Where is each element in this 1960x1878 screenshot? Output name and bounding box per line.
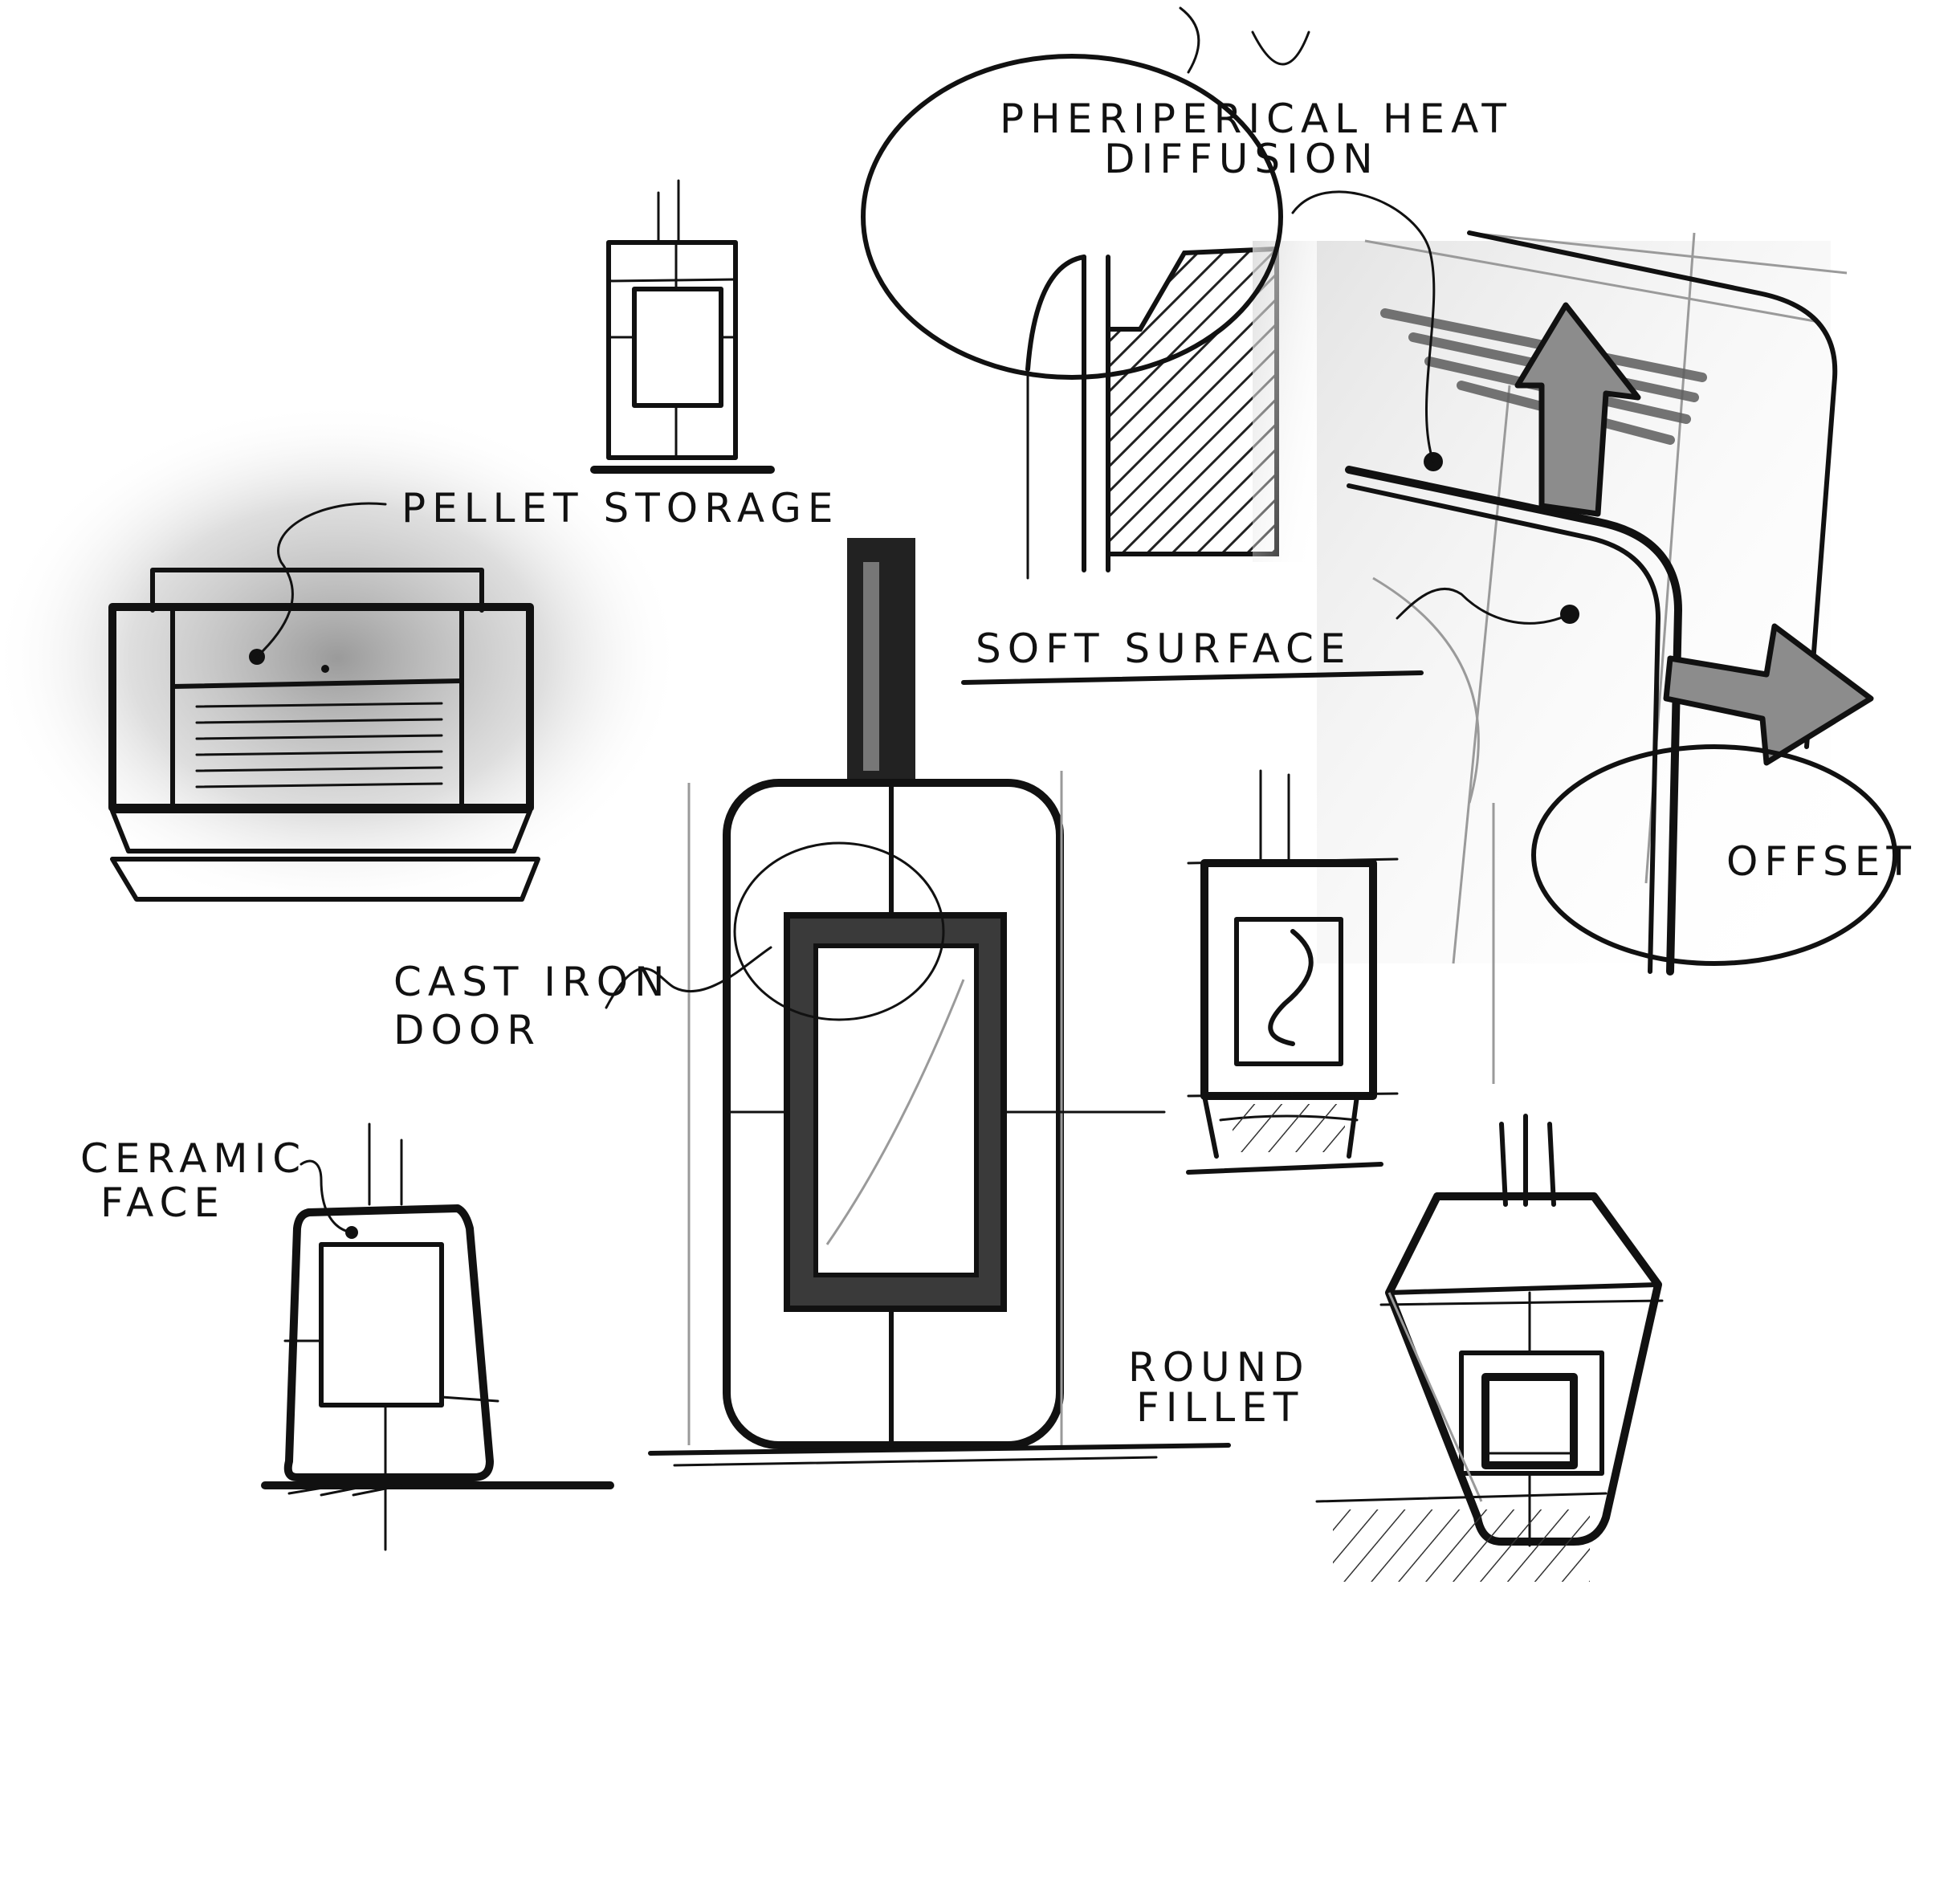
label-soft-surface: SOFT SURFACE (976, 625, 1352, 672)
label-cast-iron-2: DOOR (393, 1007, 541, 1053)
leader-line (255, 502, 387, 658)
label-round-fillet-1: ROUND (1128, 1344, 1310, 1391)
offset-ellipse (1531, 744, 1897, 966)
label-peripheral-heat-1: PHERIPERICAL HEAT (1000, 96, 1513, 142)
right-arrow (1663, 623, 1874, 766)
tapered-stove-sketch (1315, 803, 1664, 1582)
hatched-wall (1106, 246, 1279, 556)
legged-stove-sketch (1186, 769, 1399, 1175)
label-peripheral-heat-2: DIFFUSION (1104, 136, 1379, 182)
label-ceramic-2: FACE (100, 1179, 226, 1226)
small-stove-top (590, 179, 775, 474)
annotations: PHERIPERICAL HEAT DIFFUSION PELLET STORA… (80, 96, 1917, 1431)
ceramic-face-sketch (261, 1122, 614, 1551)
heat-diffusion-detail (861, 6, 1317, 580)
label-offset: OFFSET (1726, 838, 1917, 885)
door-callout-ellipse (733, 841, 945, 1021)
label-cast-iron-1: CAST IRON (393, 959, 671, 1005)
label-round-fillet-2: FILLET (1136, 1384, 1304, 1431)
pellet-storage-sketch (0, 401, 683, 915)
offset-corner-detail (1291, 190, 1897, 976)
vent-lines (195, 702, 443, 788)
main-stove-sketch (605, 538, 1231, 1467)
cast-iron-door-glass (813, 943, 979, 1277)
shadow-blob (0, 401, 683, 915)
up-arrow (1514, 302, 1641, 517)
label-ceramic-1: CERAMIC (80, 1135, 307, 1182)
callout-ellipse (861, 54, 1283, 380)
label-pellet-storage: PELLET STORAGE (401, 485, 840, 532)
